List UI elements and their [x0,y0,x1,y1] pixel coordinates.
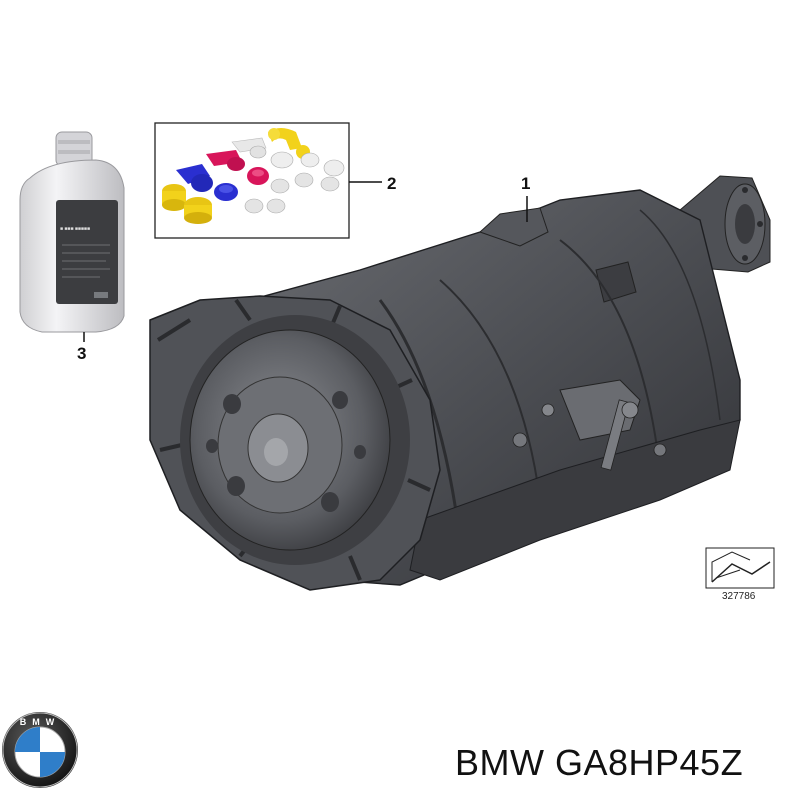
bmw-logo: BMW [2,712,78,788]
callout-3: 3 [77,344,87,363]
transmission-oil-bottle: ■ ■■■ ■■■■■ [19,131,125,333]
blue-plug-group [176,164,238,201]
reference-number: 327786 [722,591,756,602]
reference-symbol [705,547,775,589]
svg-text:■ ■■■ ■■■■■: ■ ■■■ ■■■■■ [60,226,90,232]
magenta-plug-group [206,150,269,185]
bmw-logo-text: BMW [20,717,61,727]
plug-kit-box [154,122,350,239]
torque-converter [180,315,410,565]
callout-1: 1 [521,174,531,193]
white-plug-group [231,137,345,214]
automatic-transmission [149,175,771,591]
selector-lever-assembly [512,379,667,471]
part-title: BMW GA8HP45Z [455,742,744,783]
callout-2: 2 [387,174,397,193]
